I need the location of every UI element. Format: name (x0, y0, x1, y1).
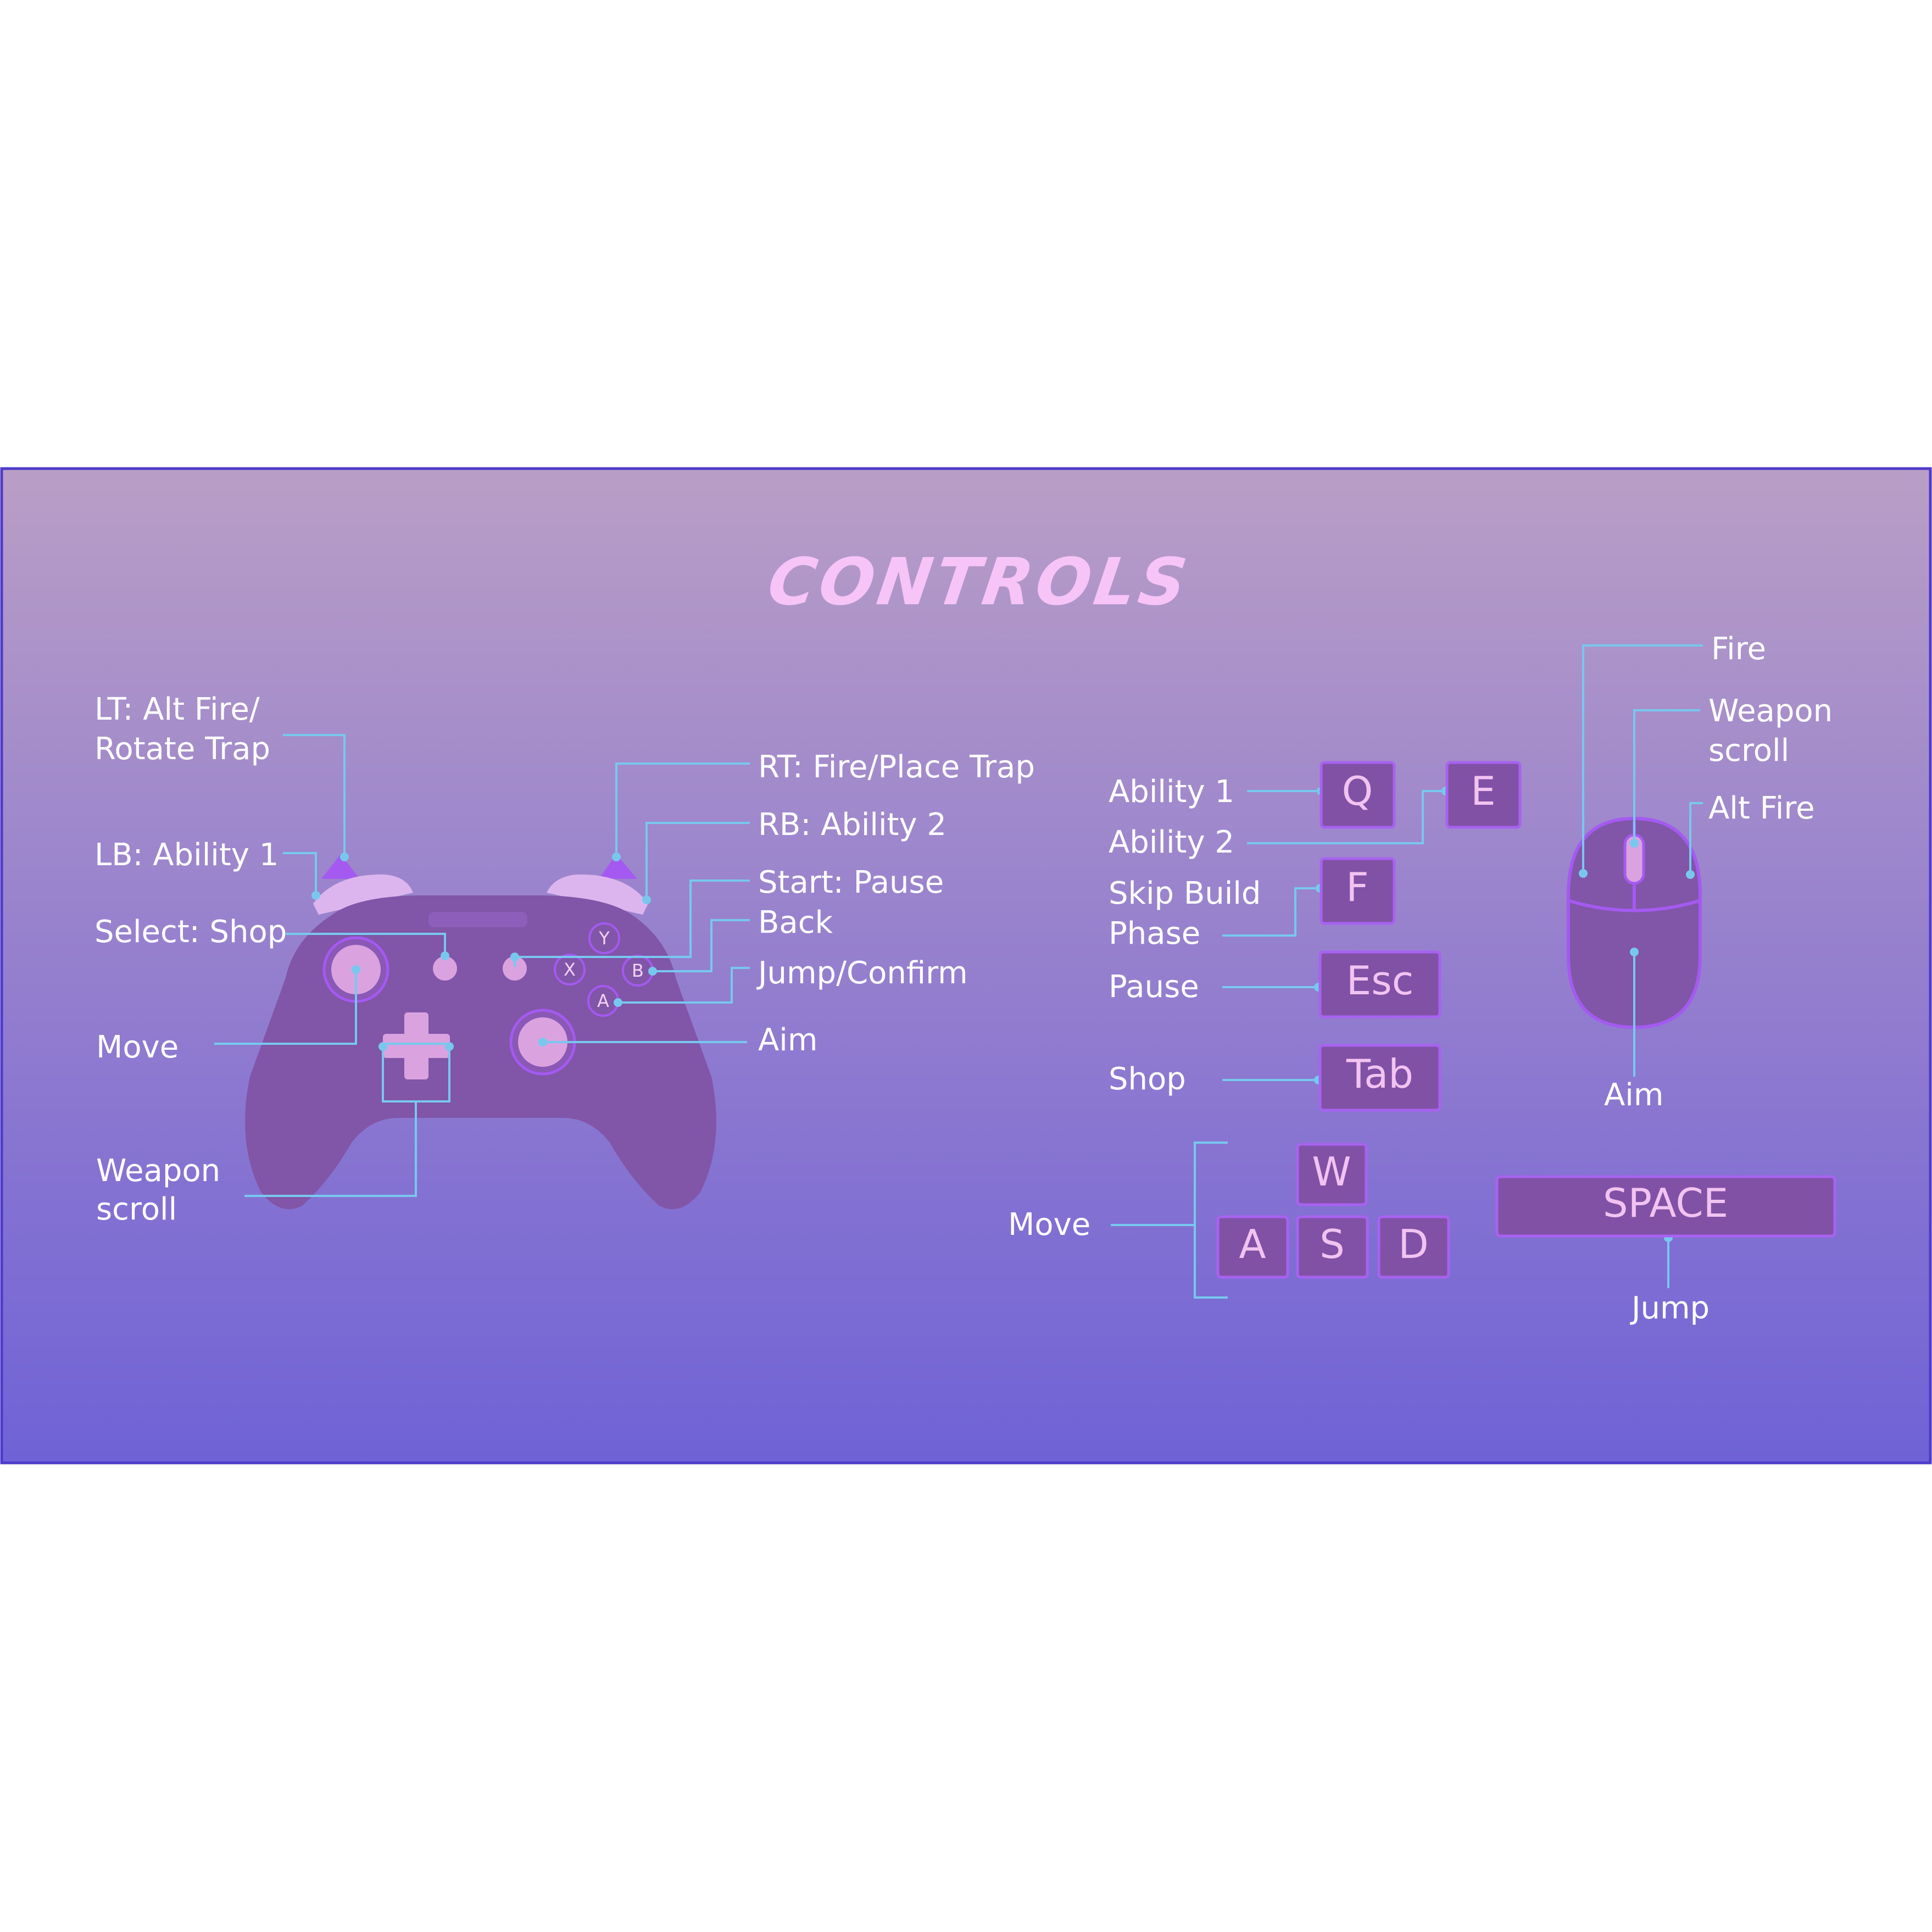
x-button[interactable] (554, 954, 586, 986)
y-button[interactable] (588, 922, 620, 954)
key-q[interactable] (1319, 761, 1396, 829)
gamepad-top-slot (428, 912, 527, 927)
key-w-label: W (1312, 1149, 1351, 1195)
label-rb: RB: Ability 2 (758, 807, 946, 843)
key-esc-label: Esc (1346, 957, 1414, 1004)
b-button-label: B (632, 960, 644, 981)
key-space-label: SPACE (1603, 1180, 1728, 1226)
key-tab-label: Tab (1346, 1051, 1413, 1097)
key-w[interactable] (1296, 1143, 1368, 1206)
label-lt-line2: Rotate Trap (94, 731, 270, 767)
mouse-leader-dots (1579, 839, 1695, 956)
label-lt-line1: LT: Alt Fire/ (94, 692, 260, 727)
mouse-label-weapon-line1: Weapon (1708, 693, 1833, 729)
keyboard-leaders (1111, 790, 1669, 1299)
page-title: CONTROLS (764, 544, 1195, 620)
key-d[interactable] (1377, 1215, 1450, 1279)
key-a[interactable] (1216, 1215, 1289, 1279)
kb-label-shop: Shop (1109, 1061, 1186, 1097)
label-aim: Aim (758, 1022, 817, 1058)
dpad[interactable] (383, 1012, 450, 1079)
y-button-label: Y (598, 928, 610, 949)
label-weapon-line2: scroll (96, 1192, 177, 1227)
select-button[interactable] (433, 956, 457, 981)
x-button-label: X (564, 959, 576, 980)
kb-label-ability1: Ability 1 (1109, 774, 1234, 810)
kb-label-skip-line2: Phase (1109, 916, 1200, 951)
key-d-label: D (1398, 1221, 1428, 1267)
label-rt: RT: Fire/Place Trap (758, 749, 1035, 785)
key-s[interactable] (1296, 1215, 1369, 1279)
gamepad-leader-dots (311, 853, 657, 1051)
key-q-label: Q (1342, 768, 1373, 814)
kb-label-ability2: Ability 2 (1109, 825, 1234, 860)
label-start: Start: Pause (758, 865, 944, 900)
kb-label-move: Move (1008, 1207, 1090, 1243)
kb-label-skip-line1: Skip Build (1109, 876, 1261, 911)
label-weapon-line1: Weapon (96, 1153, 220, 1189)
lt-trigger[interactable] (321, 854, 360, 879)
label-select: Select: Shop (94, 914, 287, 950)
key-s-label: S (1319, 1221, 1345, 1267)
mouse-label-alt: Alt Fire (1708, 790, 1815, 826)
a-button-label: A (597, 990, 609, 1011)
mouse-body[interactable] (1567, 816, 1702, 1029)
mouse-label-aim: Aim (1604, 1077, 1663, 1113)
key-tab[interactable] (1318, 1044, 1441, 1112)
lb-bumper[interactable] (313, 874, 413, 915)
rt-trigger[interactable] (599, 854, 637, 879)
label-back: Back (758, 905, 833, 940)
label-lb: LB: Ability 1 (94, 837, 279, 873)
key-a-label: A (1239, 1221, 1266, 1267)
key-f[interactable] (1319, 857, 1396, 925)
key-esc[interactable] (1318, 950, 1441, 1018)
mouse (1567, 816, 1702, 1029)
key-space[interactable] (1495, 1175, 1836, 1238)
key-f-label: F (1346, 864, 1368, 910)
mouse-leaders (1582, 644, 1703, 1077)
key-e-label: E (1471, 768, 1496, 814)
label-move: Move (96, 1029, 179, 1065)
rb-bumper[interactable] (547, 874, 648, 915)
kb-label-jump: Jump (1630, 1290, 1710, 1326)
kb-label-pause: Pause (1109, 969, 1199, 1005)
label-jump: Jump/Confirm (756, 955, 968, 991)
start-button[interactable] (503, 956, 527, 981)
mouse-label-weapon-line2: scroll (1708, 733, 1789, 769)
key-e[interactable] (1445, 761, 1522, 829)
mouse-label-fire: Fire (1711, 631, 1766, 667)
